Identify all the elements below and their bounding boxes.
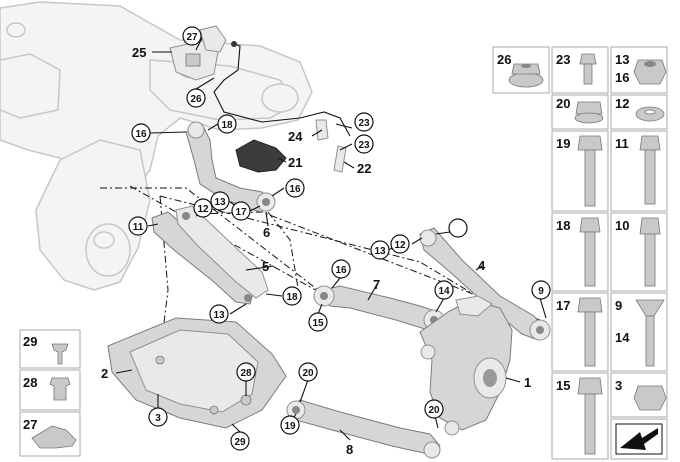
table-20: 20 <box>556 96 570 111</box>
callout-2: 2 <box>101 366 108 381</box>
callout-15: 15 <box>312 318 324 329</box>
table-11: 11 <box>615 136 629 151</box>
callout-25: 25 <box>132 45 146 60</box>
table-9: 9 <box>615 298 622 313</box>
table-27: 27 <box>23 417 37 432</box>
arm-7 <box>313 285 445 331</box>
table-19: 19 <box>556 136 570 151</box>
clip-nut-icon <box>49 377 71 401</box>
flange-nut-icon <box>508 63 544 88</box>
table-16: 16 <box>615 70 629 85</box>
table-26: 26 <box>497 52 511 67</box>
callout-17: 17 <box>235 207 247 218</box>
callout-13c: 13 <box>374 246 386 257</box>
bolt-19-icon <box>577 135 603 207</box>
cable-clip-icon <box>31 425 77 449</box>
callout-1: 1 <box>524 375 531 390</box>
callout-3: 3 <box>155 413 161 424</box>
callout-18b: 18 <box>286 292 298 303</box>
bolt-15-icon <box>577 377 603 455</box>
countersunk-bolt-icon <box>635 299 665 367</box>
callout-24: 24 <box>288 129 303 144</box>
callout-29: 29 <box>234 437 246 448</box>
table-29: 29 <box>23 334 37 349</box>
callout-12a: 12 <box>197 204 209 215</box>
upper-arm-6 <box>185 121 276 213</box>
wheel-carrier-1 <box>419 295 513 436</box>
bolt-10-icon <box>639 217 661 287</box>
washer-icon <box>635 106 665 122</box>
part-22 <box>333 145 347 173</box>
underbody-shield-2 <box>107 317 287 429</box>
callout-20a: 20 <box>302 368 314 379</box>
push-rivet-icon <box>51 343 69 365</box>
part-21 <box>235 139 287 173</box>
bolt-17-icon <box>577 297 603 367</box>
callout-26: 26 <box>190 94 202 105</box>
table-12: 12 <box>615 96 629 111</box>
callout-16a: 16 <box>135 129 147 140</box>
callout-28: 28 <box>240 368 252 379</box>
callout-16b: 16 <box>289 184 301 195</box>
callout-12b: 12 <box>394 240 406 251</box>
callout-27: 27 <box>186 32 198 43</box>
callout-13b: 13 <box>213 310 225 321</box>
callout-14: 14 <box>438 286 450 297</box>
callout-13a: 13 <box>214 197 226 208</box>
callout-11: 11 <box>133 222 144 233</box>
callout-5: 5 <box>262 259 269 274</box>
right-fastener-table: 26 23 13 16 20 12 19 11 18 10 17 9 14 15… <box>492 46 668 460</box>
table-28: 28 <box>23 375 37 390</box>
sensor-cable-26 <box>213 41 351 137</box>
callout-20b: 20 <box>428 405 440 416</box>
callout-23b: 23 <box>358 140 370 151</box>
arm-8 <box>286 399 441 459</box>
table-18: 18 <box>556 218 570 233</box>
callout-8: 8 <box>346 442 353 457</box>
table-17: 17 <box>556 298 570 313</box>
table-3: 3 <box>615 378 622 393</box>
arm-4 <box>419 227 551 341</box>
table-15: 15 <box>556 378 570 393</box>
callout-7: 7 <box>373 277 380 292</box>
callouts: 27 25 26 16 18 23 24 23 21 22 16 17 6 13… <box>101 26 551 457</box>
callout-22: 22 <box>357 161 371 176</box>
callout-6: 6 <box>263 225 270 240</box>
link-5-11 <box>151 205 269 305</box>
bolt-11-icon <box>639 135 661 205</box>
table-14: 14 <box>615 330 630 345</box>
left-fastener-table: 29 28 27 <box>19 329 81 457</box>
flip-arrow-icon <box>615 423 663 455</box>
callout-21: 21 <box>288 155 302 170</box>
callout-4: 4 <box>478 258 486 273</box>
small-bolt-icon <box>579 53 597 85</box>
bracket-25-27 <box>169 25 227 81</box>
callout-18a: 18 <box>221 120 233 131</box>
callout-9: 9 <box>538 286 544 297</box>
bolt-18-icon <box>579 217 601 287</box>
callout-19: 19 <box>284 421 296 432</box>
nut-3-icon <box>633 385 667 411</box>
hex-nut-icon <box>633 59 667 85</box>
callout-16c: 16 <box>335 265 347 276</box>
flange-nut-20-icon <box>574 101 604 124</box>
table-10: 10 <box>615 218 629 233</box>
table-23: 23 <box>556 52 570 67</box>
table-13: 13 <box>615 52 629 67</box>
callout-23a: 23 <box>358 118 370 129</box>
